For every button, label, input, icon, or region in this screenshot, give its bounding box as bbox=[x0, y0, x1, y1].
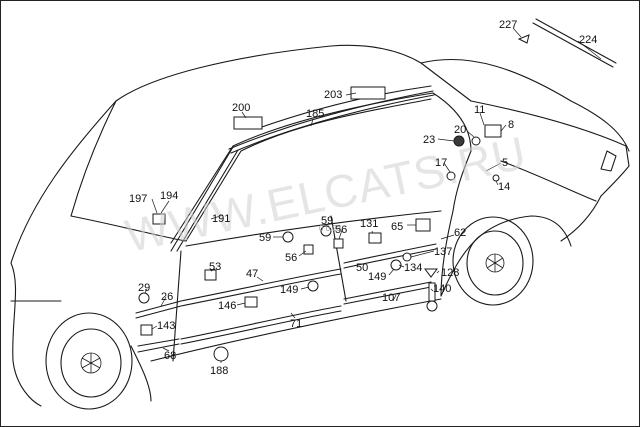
drawing-code: 0 0.23 bbox=[319, 224, 342, 233]
part-20 bbox=[471, 136, 481, 146]
label-224: 224 bbox=[579, 34, 597, 46]
label-17: 17 bbox=[435, 157, 447, 169]
label-131: 131 bbox=[360, 218, 378, 230]
label-29: 29 bbox=[138, 282, 150, 294]
part-149b bbox=[390, 259, 402, 271]
label-197: 197 bbox=[129, 193, 147, 205]
part-56b bbox=[333, 238, 344, 249]
part-140 bbox=[428, 282, 436, 302]
label-146: 146 bbox=[218, 300, 236, 312]
part-140-base bbox=[426, 300, 438, 312]
label-203: 203 bbox=[324, 89, 342, 101]
part-131 bbox=[368, 232, 382, 244]
rear-wheel bbox=[452, 216, 534, 306]
label-47: 47 bbox=[246, 268, 258, 280]
label-140: 140 bbox=[433, 283, 451, 295]
leader-lines bbox=[144, 27, 602, 363]
label-194: 194 bbox=[160, 190, 178, 202]
label-53: 53 bbox=[209, 261, 221, 273]
part-227 bbox=[517, 34, 530, 44]
label-137: 137 bbox=[434, 246, 452, 258]
part-29 bbox=[138, 292, 150, 304]
label-62: 62 bbox=[454, 227, 466, 239]
label-149b: 149 bbox=[368, 271, 386, 283]
watermark: WWW.ELCATS.RU bbox=[121, 126, 531, 262]
label-185: 185 bbox=[306, 108, 324, 120]
label-65: 65 bbox=[391, 221, 403, 233]
label-188: 188 bbox=[210, 365, 228, 377]
part-56a bbox=[303, 244, 314, 255]
label-20: 20 bbox=[454, 124, 466, 136]
front-wheel bbox=[45, 312, 133, 410]
label-26: 26 bbox=[161, 291, 173, 303]
part-203 bbox=[350, 86, 386, 100]
label-143: 143 bbox=[157, 320, 175, 332]
part-137 bbox=[402, 252, 412, 262]
label-191: 191 bbox=[212, 213, 230, 225]
label-59a: 59 bbox=[259, 232, 271, 244]
label-23: 23 bbox=[423, 134, 435, 146]
part-53 bbox=[204, 269, 217, 281]
label-59b: 59 bbox=[321, 215, 333, 227]
car-body bbox=[10, 44, 630, 407]
label-128: 128 bbox=[441, 267, 459, 279]
part-146 bbox=[244, 296, 258, 308]
clips-and-fasteners bbox=[138, 34, 530, 362]
part-149a bbox=[307, 280, 319, 292]
label-14: 14 bbox=[498, 181, 510, 193]
part-128 bbox=[424, 268, 438, 278]
label-134: 134 bbox=[404, 262, 422, 274]
label-149a: 149 bbox=[280, 284, 298, 296]
part-143 bbox=[140, 324, 153, 336]
label-11: 11 bbox=[474, 104, 485, 116]
label-68: 68 bbox=[164, 350, 176, 362]
label-56a: 56 bbox=[285, 252, 297, 264]
part-65 bbox=[415, 218, 431, 232]
label-200: 200 bbox=[232, 102, 250, 114]
label-71: 71 bbox=[290, 318, 302, 330]
label-227: 227 bbox=[499, 19, 517, 31]
label-8: 8 bbox=[508, 119, 514, 131]
label-56b: 56 bbox=[335, 224, 347, 236]
part-17 bbox=[446, 171, 456, 181]
part-labels: 227 224 203 200 185 11 8 20 23 17 5 14 1… bbox=[129, 19, 597, 377]
part-194 bbox=[152, 213, 166, 225]
label-107: 107 bbox=[382, 292, 400, 304]
part-188 bbox=[213, 346, 229, 362]
part-200 bbox=[233, 116, 263, 130]
part-59a bbox=[282, 231, 294, 243]
trim-strips bbox=[135, 18, 617, 353]
label-50: 50 bbox=[356, 262, 368, 274]
label-5: 5 bbox=[502, 157, 508, 169]
